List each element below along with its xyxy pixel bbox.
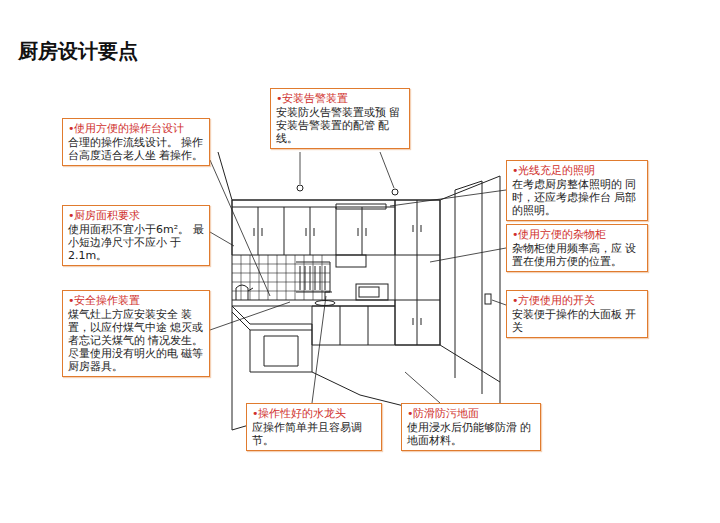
callout-box: •安装告警装置安装防火告警装置或预 留安装告警装置的配管 配线。 bbox=[270, 88, 410, 149]
kettle bbox=[236, 285, 253, 300]
callout-text: 应操作简单并且容易调 节。 bbox=[252, 421, 376, 447]
callout-text: 安装防火告警装置或预 留安装告警装置的配管 配线。 bbox=[276, 106, 404, 145]
callout-box: •方便使用的开关安装便于操作的大面板 开关 bbox=[506, 290, 648, 338]
callout-heading: •操作性好的水龙头 bbox=[252, 407, 376, 421]
callout-heading: •使用方便的操作台设计 bbox=[68, 122, 204, 136]
upper-cabinets bbox=[232, 200, 395, 255]
smoke-detector bbox=[392, 189, 398, 195]
lower-cabinets bbox=[250, 306, 395, 372]
callout-text: 安装便于操作的大面板 开关 bbox=[512, 308, 642, 334]
room-walls bbox=[218, 152, 500, 430]
faucet bbox=[325, 292, 332, 300]
callout-heading: •安装告警装置 bbox=[276, 92, 404, 106]
leader-line bbox=[430, 248, 506, 262]
callout-box: •厨房面积要求使用面积不宜小于6m²。 最小短边净尺寸不应小 于2.1m。 bbox=[62, 205, 210, 266]
smoke-detector bbox=[297, 185, 303, 191]
callout-box: •光线充足的照明在考虑厨房整体照明的 同时，还应考虑操作台 局部的照明。 bbox=[506, 160, 648, 221]
tall-cabinet bbox=[395, 200, 440, 345]
leader-line bbox=[380, 152, 394, 188]
callout-heading: •厨房面积要求 bbox=[68, 209, 204, 223]
page-title: 厨房设计要点 bbox=[18, 38, 138, 65]
callout-box: •使用方便的杂物柜杂物柜使用频率高，应 设置在使用方便的位置。 bbox=[506, 224, 648, 272]
wall-switch bbox=[485, 294, 491, 304]
callout-heading: •安全操作装置 bbox=[68, 294, 204, 308]
microwave-door bbox=[359, 287, 379, 297]
leader-line bbox=[210, 302, 290, 330]
leader-line bbox=[312, 296, 326, 403]
callout-box: •操作性好的水龙头应操作简单并且容易调 节。 bbox=[246, 403, 382, 451]
microwave bbox=[356, 284, 388, 300]
callout-heading: •使用方便的杂物柜 bbox=[512, 228, 642, 242]
dish-rack bbox=[296, 262, 330, 292]
ceiling-light bbox=[336, 204, 386, 209]
callout-box: •安全操作装置煤气灶上方应安装安全 装置，以应付煤气中途 熄灭或者忘记关煤气的 … bbox=[62, 290, 210, 377]
callout-text: 使用面积不宜小于6m²。 最小短边净尺寸不应小 于2.1m。 bbox=[68, 223, 204, 262]
leader-line bbox=[300, 152, 301, 184]
leader-line bbox=[405, 372, 440, 403]
leader-line bbox=[492, 300, 506, 305]
leader-line bbox=[210, 232, 234, 246]
callout-text: 使用浸水后仍能够防滑 的地面材料。 bbox=[407, 421, 535, 447]
callout-heading: •方便使用的开关 bbox=[512, 294, 642, 308]
callout-box: •使用方便的操作台设计合理的操作流线设计。 操作台高度适合老人坐 着操作。 bbox=[62, 118, 210, 166]
callout-text: 煤气灶上方应安装安全 装置，以应付煤气中途 熄灭或者忘记关煤气的 情况发生。 尽… bbox=[68, 308, 204, 373]
callout-text: 杂物柜使用频率高，应 设置在使用方便的位置。 bbox=[512, 242, 642, 268]
kitchen-sketch bbox=[218, 152, 500, 430]
callout-text: 合理的操作流线设计。 操作台高度适合老人坐 着操作。 bbox=[68, 136, 204, 162]
callout-heading: •防滑防污地面 bbox=[407, 407, 535, 421]
callout-box: •防滑防污地面使用浸水后仍能够防滑 的地面材料。 bbox=[401, 403, 541, 451]
countertop bbox=[232, 300, 395, 330]
leader-line bbox=[210, 160, 270, 296]
callout-text: 在考虑厨房整体照明的 同时，还应考虑操作台 局部的照明。 bbox=[512, 178, 642, 217]
callout-heading: •光线充足的照明 bbox=[512, 164, 642, 178]
wall-tiles bbox=[232, 255, 330, 300]
range-hood bbox=[336, 255, 366, 267]
leader-lines bbox=[210, 152, 506, 403]
leader-line bbox=[390, 190, 506, 206]
door-frame bbox=[455, 181, 482, 394]
